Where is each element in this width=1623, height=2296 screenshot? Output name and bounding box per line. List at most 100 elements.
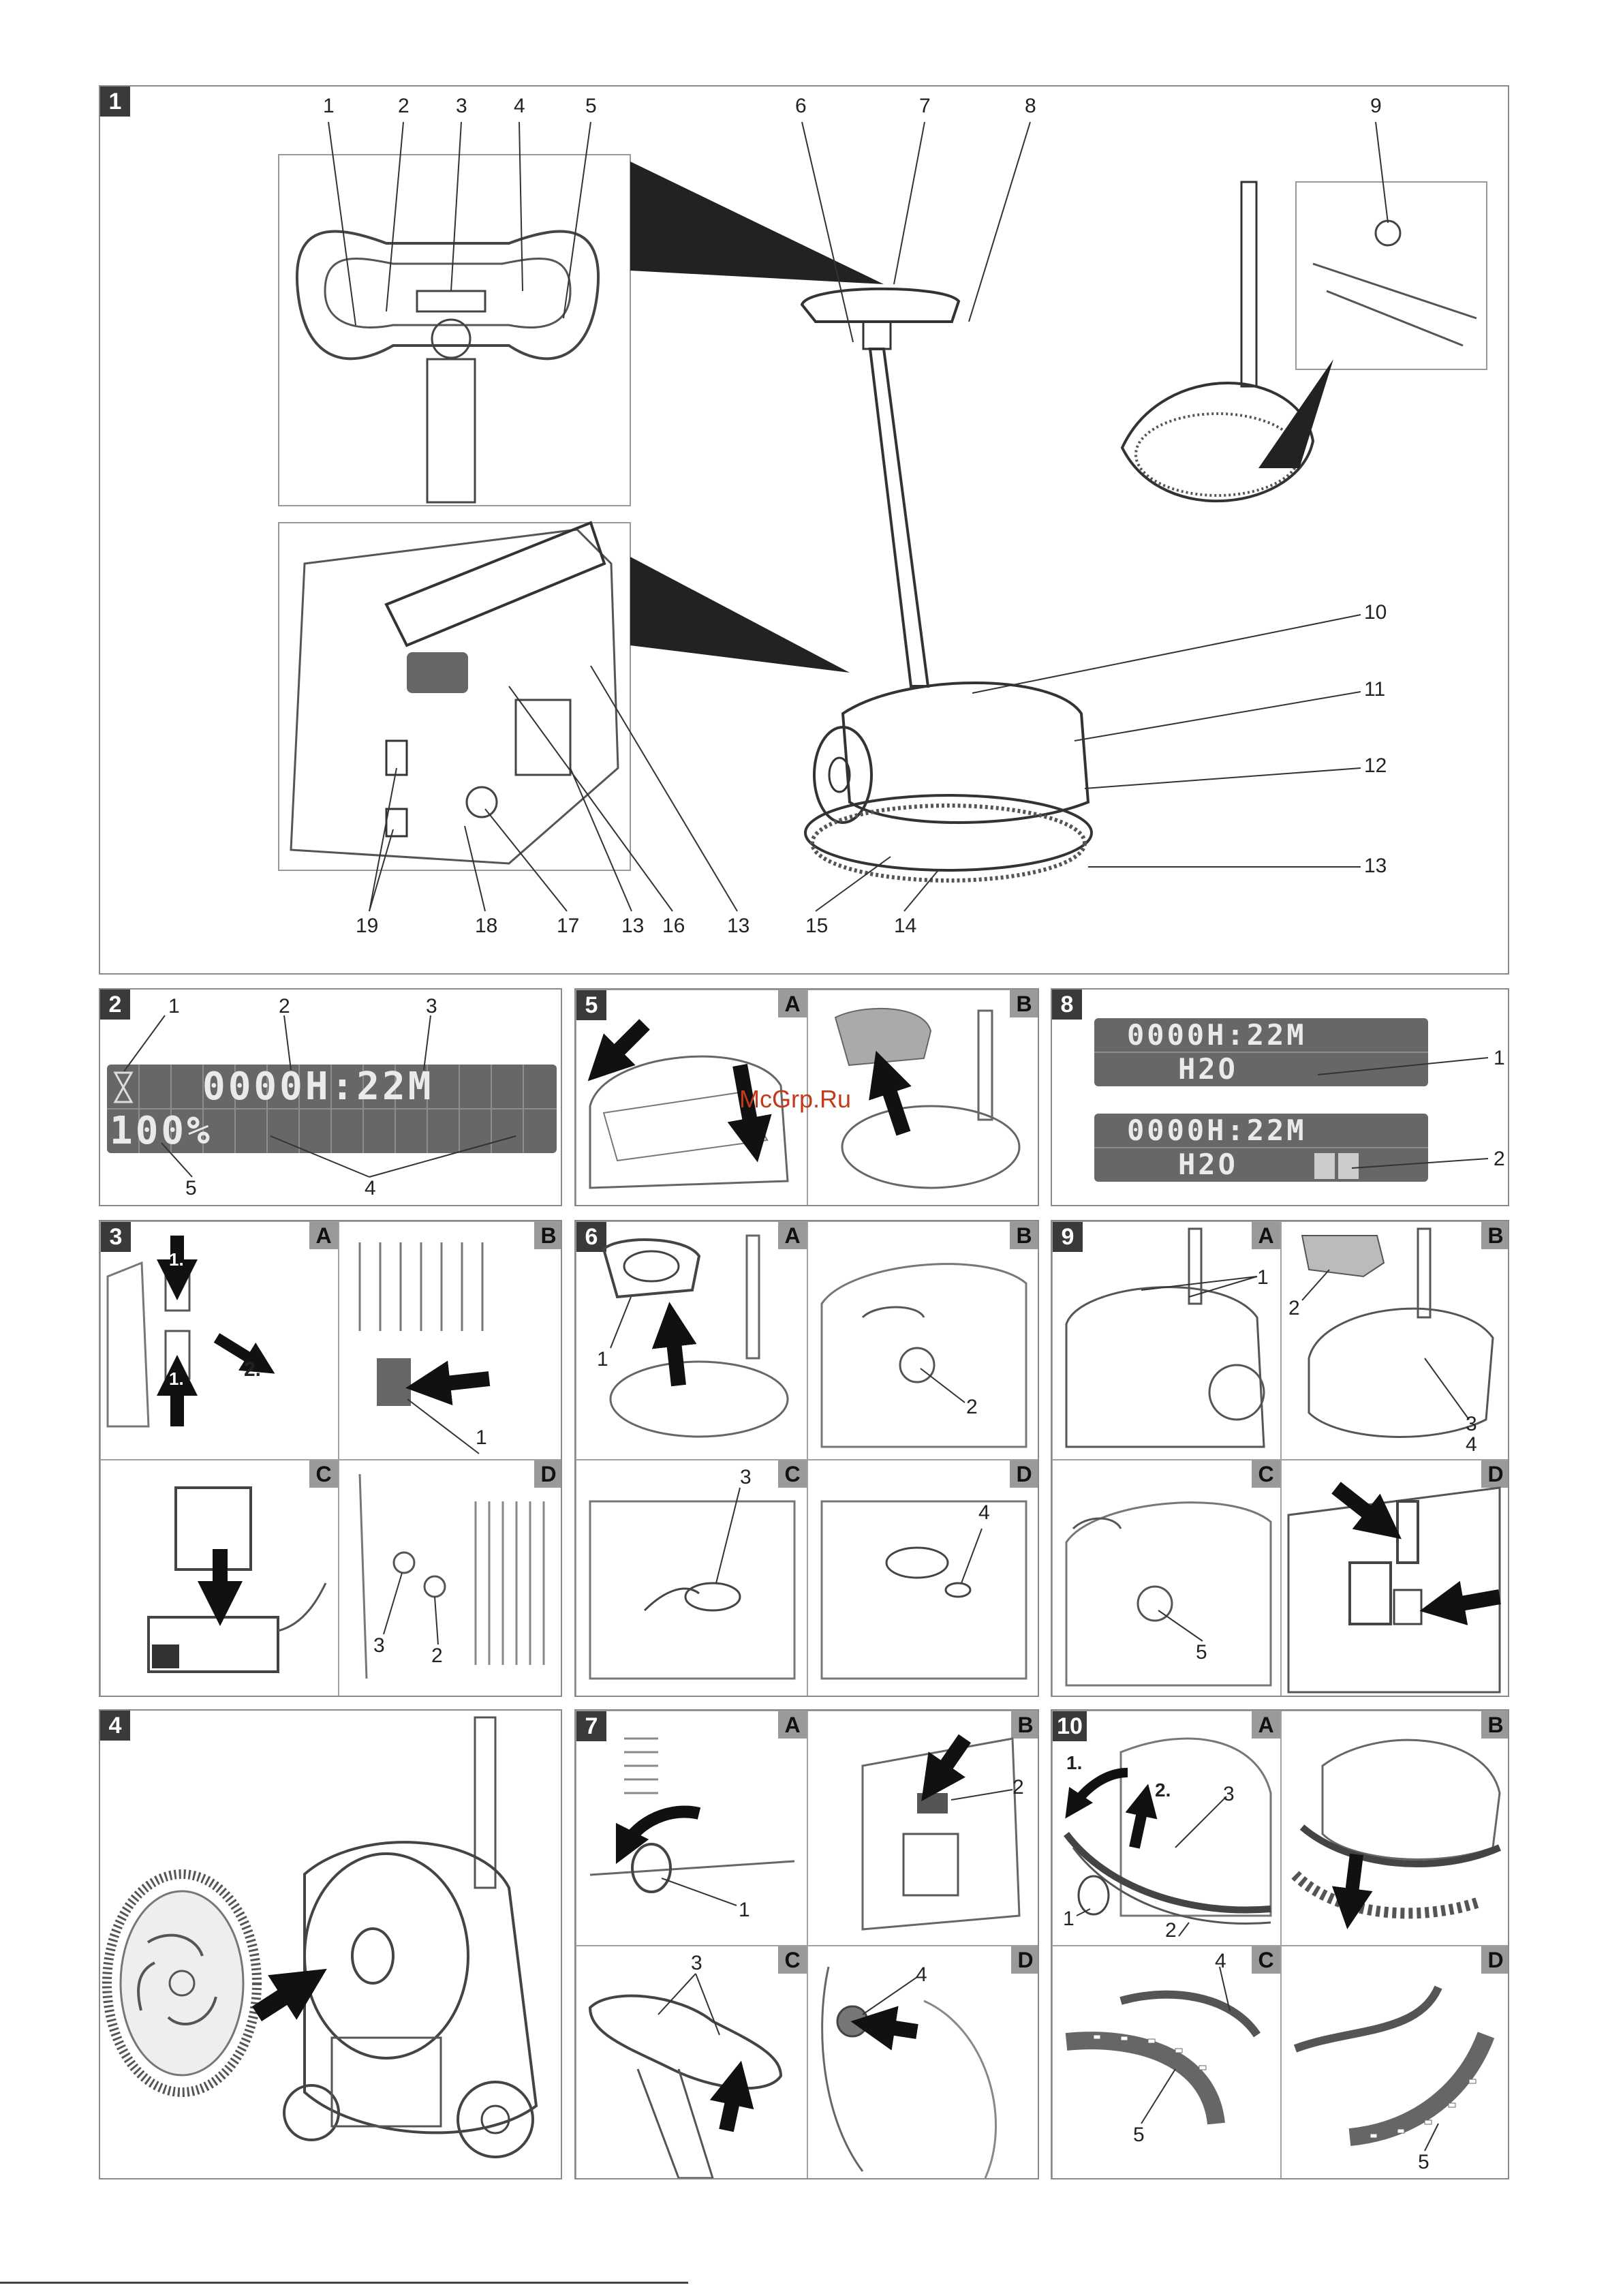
callout-1: 1	[476, 1426, 487, 1450]
filter-open-drawing	[808, 1460, 1039, 1697]
filter-location-drawing	[808, 1222, 1039, 1460]
callout-2: 2	[279, 995, 290, 1018]
battery-release-drawing	[101, 1222, 339, 1460]
subpanel-10b: B	[1281, 1711, 1509, 1946]
subpanel-6a: 6 A 1	[576, 1221, 807, 1460]
subpanel-9a: 9 A 1	[1052, 1221, 1281, 1460]
callout-1: 1	[739, 1899, 750, 1922]
callout-3: 3	[691, 1952, 702, 1975]
subpanel-3d: D 3 2	[339, 1460, 562, 1697]
lcd-row1-text: 0000H:22M	[202, 1065, 433, 1109]
subpanel-10a: 10 A 1. 2. 3 1 2	[1052, 1711, 1281, 1946]
callout-1: 1	[597, 1348, 608, 1371]
subpanel-3c: C	[100, 1460, 339, 1697]
figure-2: 2 0000H:22M 100% 1 2 3 5 4	[99, 988, 562, 1206]
callout-2: 2	[1013, 1776, 1024, 1799]
step-1: 1.	[1066, 1752, 1082, 1774]
splash-guard-detach-drawing	[1282, 1711, 1509, 1946]
subpanel-7d: D 4	[807, 1946, 1039, 2179]
figure-3: 3 A 1. 2. 1. B 1 C	[99, 1220, 562, 1697]
callout-17: 17	[557, 915, 579, 938]
callout-1: 1	[168, 995, 180, 1018]
callout-1: 1	[323, 95, 335, 118]
callout-4: 4	[1215, 1950, 1226, 1973]
callout-5: 5	[185, 1177, 197, 1200]
brush-change-drawing	[100, 1711, 562, 2179]
figure-8: 8 0000H:22M H2O 0000H:22M H2O 1 2	[1051, 988, 1509, 1206]
callout-13: 13	[1364, 855, 1387, 878]
callout-19: 19	[356, 915, 378, 938]
callout-2: 2	[1494, 1148, 1505, 1171]
step-1a: 1.	[169, 1249, 184, 1270]
callout-2: 2	[1288, 1297, 1300, 1320]
battery-slot-drawing	[339, 1222, 562, 1460]
callout-13b: 13	[727, 915, 749, 938]
tank-lid-drawing	[1053, 1222, 1281, 1460]
callout-1: 1	[1063, 1908, 1075, 1931]
callout-4: 4	[1466, 1433, 1477, 1456]
callout-9: 9	[1370, 95, 1382, 118]
figure-10: 10 A 1. 2. 3 1 2 B C	[1051, 1709, 1509, 2179]
machine-overview-drawing	[100, 87, 1509, 975]
subpanel-9b: B 2 3 4	[1281, 1221, 1509, 1460]
strip-replace-drawing	[1282, 1946, 1509, 2179]
callout-2: 2	[431, 1644, 443, 1668]
callout-14: 14	[894, 915, 916, 938]
subpanel-3b: B 1	[339, 1221, 562, 1460]
subpanel-7a: 7 A 1	[576, 1711, 807, 1946]
subpanel-6d: D 4	[807, 1460, 1039, 1697]
subpanel-6c: C 3	[576, 1460, 807, 1697]
figure-5: 5 A B McGrp.Ru	[574, 988, 1039, 1206]
callout-3: 3	[456, 95, 467, 118]
handle-lever-drawing	[576, 1946, 807, 2179]
callout-2: 2	[966, 1396, 978, 1419]
figure-9: 9 A 1 B 2 3 4 C 5	[1051, 1220, 1509, 1697]
charger-drawing	[101, 1460, 339, 1697]
callout-5: 5	[1133, 2124, 1145, 2147]
callout-1: 1	[1494, 1047, 1505, 1070]
tank-removal-drawing	[576, 1222, 807, 1460]
callout-5: 5	[585, 95, 597, 118]
callout-10: 10	[1364, 601, 1387, 624]
callout-4: 4	[978, 1501, 990, 1525]
pedal-drawing	[808, 1711, 1039, 1946]
step-1b: 1.	[169, 1368, 184, 1390]
subpanel-9d: D	[1281, 1460, 1509, 1697]
subpanel-9c: C 5	[1052, 1460, 1281, 1697]
led-indicators-drawing	[339, 1460, 562, 1697]
callout-2: 2	[398, 95, 409, 118]
lcd-grids	[1052, 990, 1509, 1206]
filter-cap-drawing	[576, 1460, 807, 1697]
watermark: McGrp.Ru	[739, 1085, 851, 1114]
subpanel-10c: C 4 5	[1052, 1946, 1281, 2179]
callout-4: 4	[514, 95, 525, 118]
callout-2: 2	[1165, 1919, 1177, 1942]
footer-rule	[0, 2282, 688, 2284]
figure-6: 6 A 1 B 2 C 3 D	[574, 1220, 1039, 1697]
subpanel-3a: 3 A 1. 2. 1.	[100, 1221, 339, 1460]
splash-guard-removal-drawing	[1053, 1711, 1281, 1946]
callout-1: 1	[1257, 1266, 1269, 1289]
callout-3: 3	[1223, 1783, 1235, 1806]
callout-5b: 5	[1418, 2151, 1429, 2174]
callout-18: 18	[475, 915, 497, 938]
step-2: 2.	[244, 1358, 261, 1381]
callout-16: 16	[662, 915, 685, 938]
callout-6: 6	[795, 95, 807, 118]
step-2: 2.	[1155, 1779, 1171, 1801]
brush-release-knob-drawing	[576, 1711, 807, 1946]
callout-12: 12	[1364, 754, 1387, 778]
figure-1: 1	[99, 85, 1509, 975]
callout-3: 3	[373, 1634, 385, 1657]
callout-13c: 13	[621, 915, 644, 938]
callout-4: 4	[916, 1963, 927, 1987]
callout-7: 7	[919, 95, 931, 118]
subpanel-10d: D 5	[1281, 1946, 1509, 2179]
lcd-row2-text: 100%	[110, 1109, 213, 1153]
filter-drawing	[1053, 1460, 1281, 1697]
callout-5: 5	[1196, 1641, 1207, 1664]
callout-3: 3	[1466, 1413, 1477, 1436]
callout-3: 3	[426, 995, 437, 1018]
subpanel-7c: C 3	[576, 1946, 807, 2179]
pump-drawing	[1282, 1460, 1509, 1697]
